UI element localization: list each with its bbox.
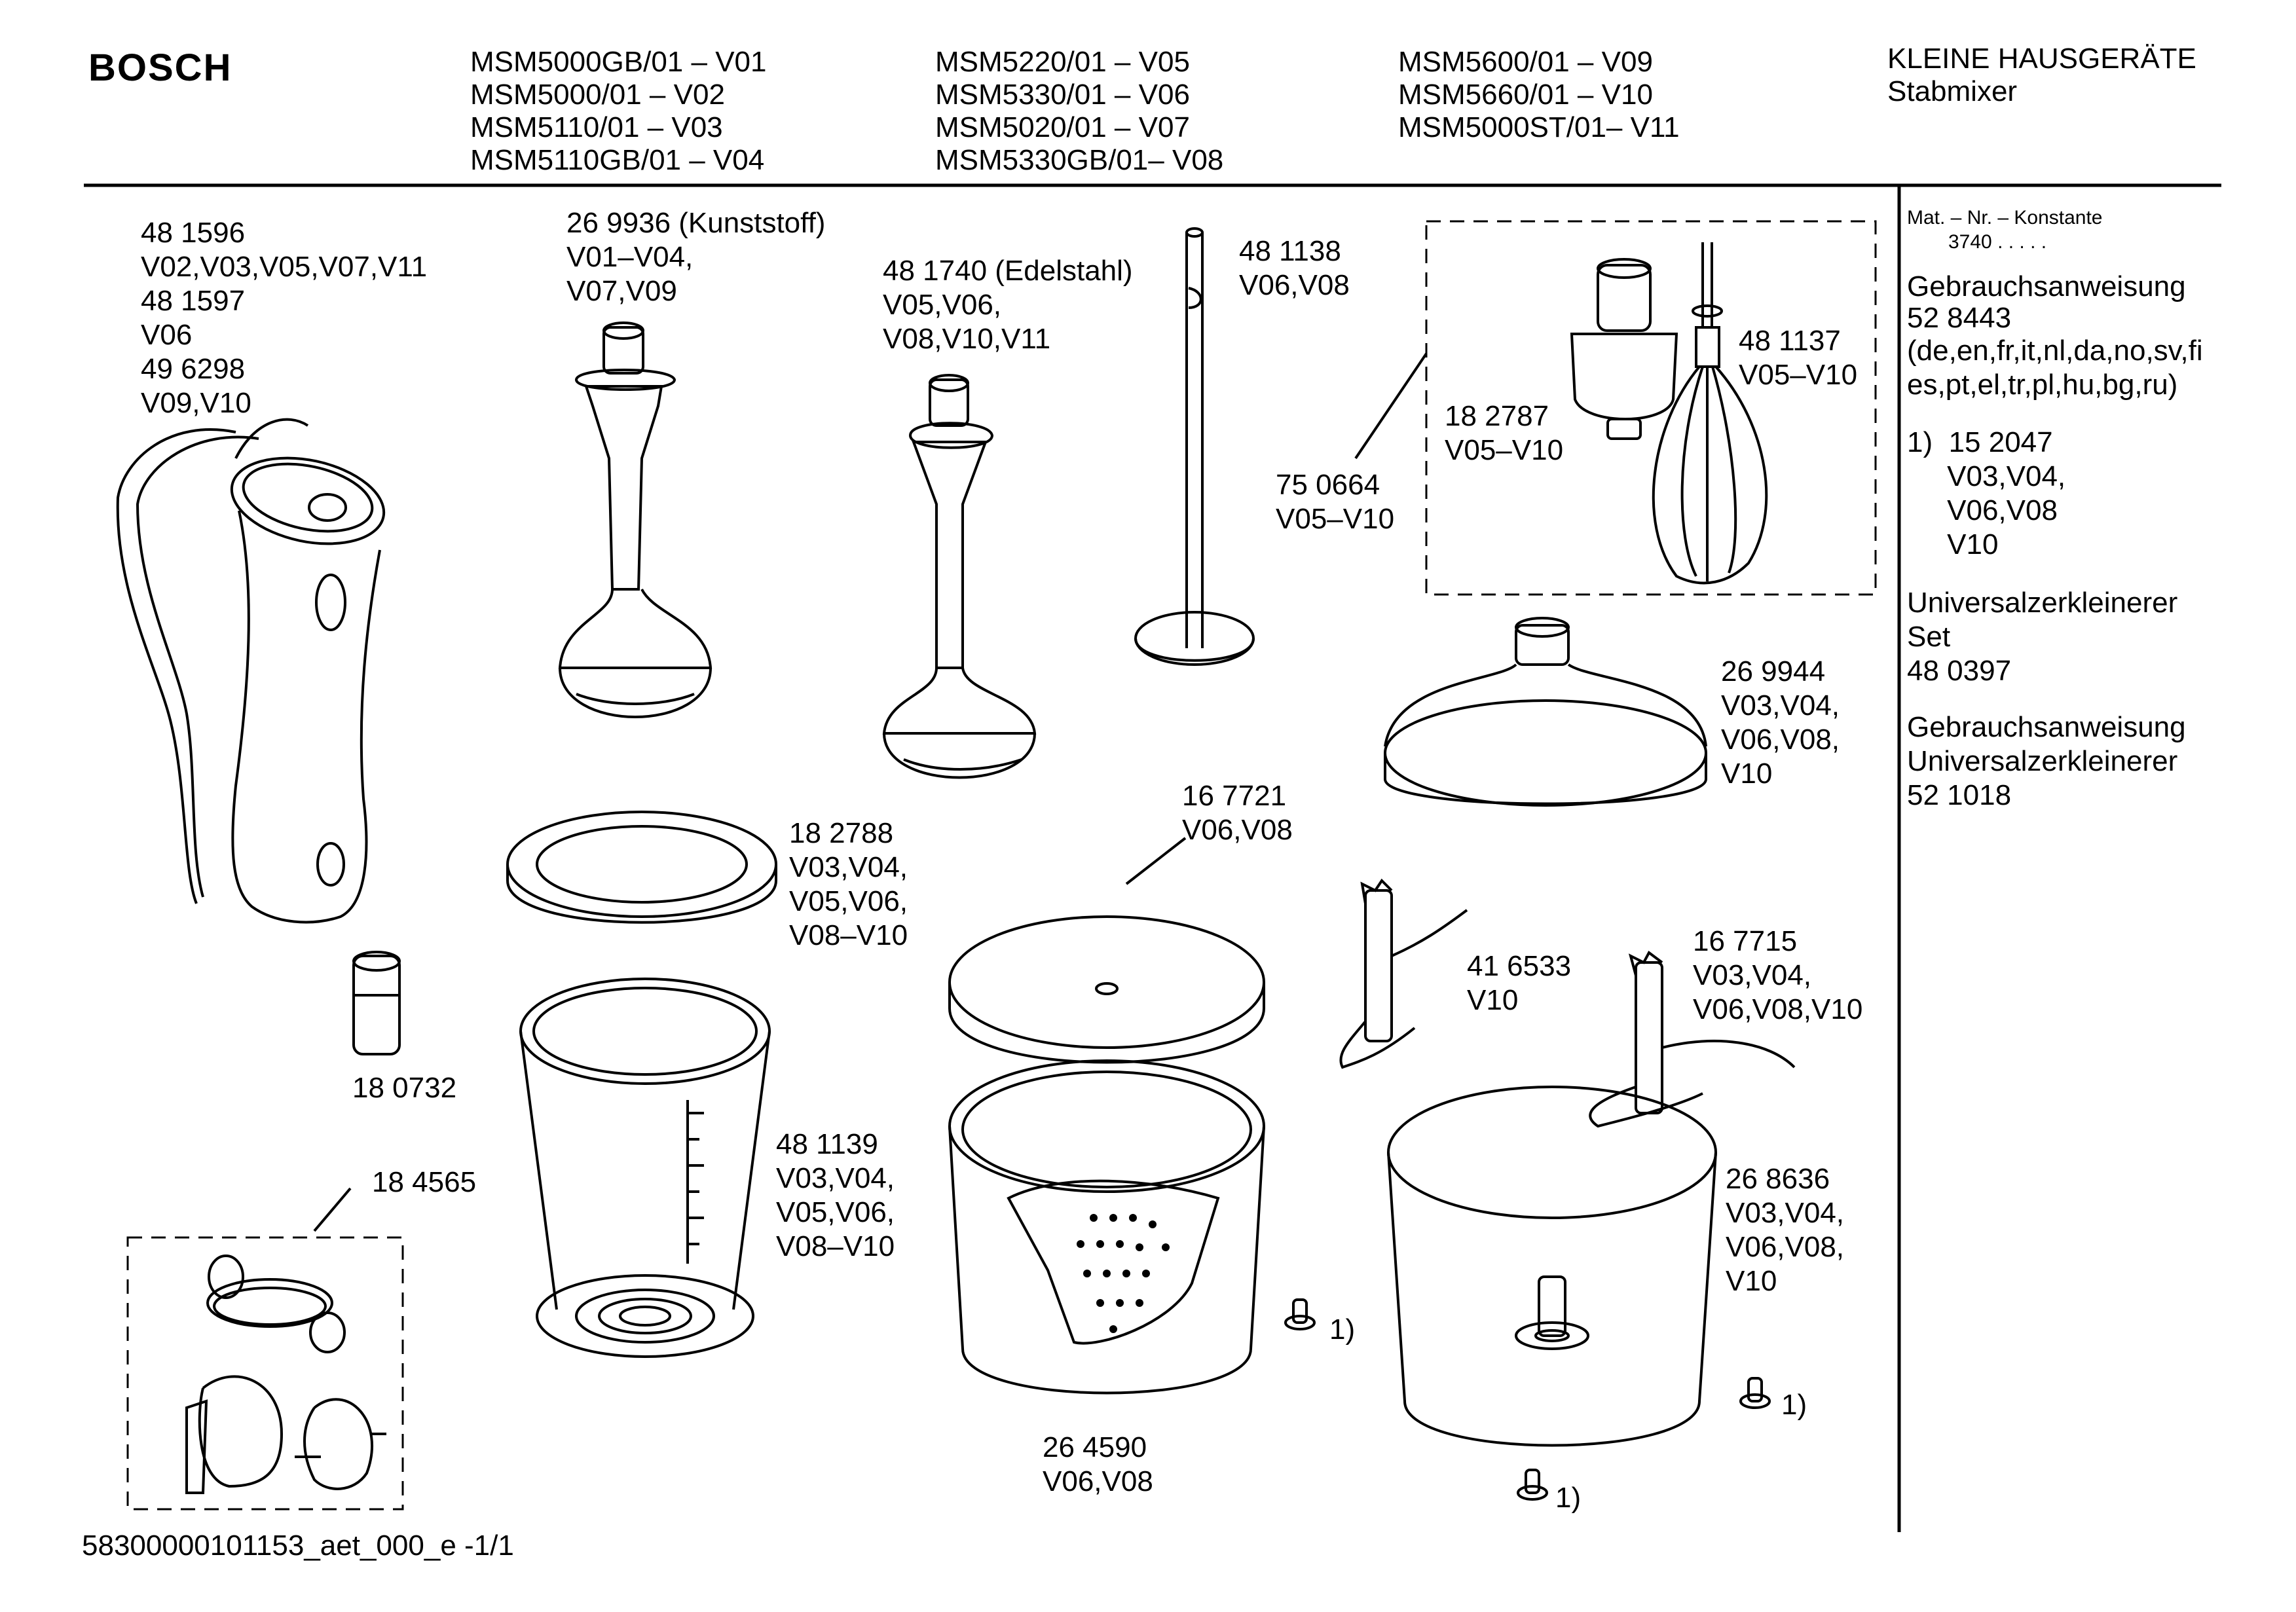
chopper-blade-drawing	[1590, 953, 1794, 1126]
brand-logo: BOSCH	[88, 46, 232, 89]
whisk-drawing	[1654, 242, 1766, 583]
blender-foot-plastic-drawing	[560, 323, 711, 717]
model-entry: MSM5000GB/01 – V01	[470, 46, 767, 78]
model-entry: MSM5110/01 – V03	[470, 111, 723, 143]
rubber-foot-drawing-3	[1518, 1470, 1547, 1499]
blender-foot-steel-drawing	[884, 375, 1035, 778]
part-label-beaker-lid: 18 2788 V03,V04, V05,V06, V08–V10	[789, 817, 908, 951]
part-label-whisk-set: 75 0664 V05–V10	[1276, 469, 1395, 535]
part-label-foot-plastic: 26 9936 (Kunststoff) V01–V04, V07,V09	[566, 207, 826, 307]
model-entry: MSM5220/01 – V05	[935, 46, 1190, 78]
model-entry: MSM5660/01 – V10	[1398, 79, 1653, 111]
footnote-marker: 1)	[1329, 1313, 1356, 1346]
accessory-kit-box	[128, 1237, 403, 1509]
chopper-lid-drawing	[1385, 618, 1706, 805]
shredder-lid-drawing	[950, 917, 1264, 1063]
material-number-value: 3740 . . . . .	[1948, 231, 2047, 253]
manual-languages: (de,en,fr,it,nl,da,no,sv,fi es,pt,el,tr,…	[1907, 335, 2203, 401]
accessory-caps-drawing	[187, 1376, 386, 1493]
model-entry: MSM5000/01 – V02	[470, 79, 725, 111]
footnote-marker: 1)	[1781, 1389, 1807, 1421]
model-entry: MSM5330GB/01– V08	[935, 144, 1224, 176]
rubber-foot-drawing-1	[1286, 1300, 1314, 1329]
measuring-beaker-drawing	[521, 979, 769, 1357]
manual-title: Gebrauchsanweisung	[1907, 270, 2186, 302]
part-label-connector: 18 0732	[352, 1072, 457, 1104]
document-id: 58300000101153_aet_000_e -1/1	[82, 1530, 514, 1562]
sidebar-footnote: 1) 15 2047 V03,V04, V06,V08 V10	[1907, 426, 2066, 560]
shredder-bowl-drawing	[950, 1061, 1264, 1393]
rubber-foot-drawing-2	[1741, 1378, 1769, 1408]
part-label-accessory-kit: 18 4565	[372, 1166, 477, 1198]
chopper-bowl-drawing	[1388, 1087, 1716, 1446]
chopper-manual-info: Gebrauchsanweisung Universalzerkleinerer…	[1907, 711, 2186, 811]
footnote-marker: 1)	[1555, 1482, 1582, 1514]
manual-number: 52 8443	[1907, 302, 2012, 334]
whisk-gearbox-drawing	[1572, 259, 1676, 439]
part-label-whisk: 48 1137 V05–V10	[1739, 325, 1858, 391]
model-entry: MSM5330/01 – V06	[935, 79, 1190, 111]
part-label-chopper-bowl: 26 8636 V03,V04, V06,V08, V10	[1726, 1163, 1845, 1297]
part-label-shredder-bowl: 26 4590 V06,V08	[1043, 1431, 1153, 1497]
chopper-set-info: Universalzerkleinerer Set 48 0397	[1907, 587, 2178, 687]
part-label-chopper-blade: 16 7715 V03,V04, V06,V08,V10	[1693, 925, 1863, 1025]
material-number-label: Mat. – Nr. – Konstante	[1907, 207, 2103, 229]
part-label-foot-steel: 48 1740 (Edelstahl) V05,V06, V08,V10,V11	[883, 255, 1133, 355]
category-title: KLEINE HAUSGERÄTE	[1887, 43, 2196, 75]
model-entry: MSM5000ST/01– V11	[1398, 111, 1680, 143]
model-entry: MSM5110GB/01 – V04	[470, 144, 765, 176]
part-label-shredder-lid: 16 7721 V06,V08	[1182, 780, 1293, 846]
beaker-lid-drawing	[508, 812, 776, 923]
whisk-shaft-drawing	[1136, 229, 1253, 665]
model-entry: MSM5020/01 – V07	[935, 111, 1190, 143]
part-label-chopper-lid: 26 9944 V03,V04, V06,V08, V10	[1721, 655, 1840, 790]
connector-drawing	[354, 952, 399, 1054]
part-label-ice-blade: 41 6533 V10	[1467, 950, 1572, 1016]
motor-body-drawing	[118, 420, 392, 923]
ice-blade-drawing	[1341, 881, 1467, 1067]
whisk-set-box	[1426, 221, 1876, 595]
category-subtitle: Stabmixer	[1887, 75, 2018, 107]
part-label-whisk-gearbox: 18 2787 V05–V10	[1445, 400, 1564, 466]
part-label-beaker: 48 1139 V03,V04, V05,V06, V08–V10	[776, 1128, 895, 1262]
part-label-motor-body: 48 1596 V02,V03,V05,V07,V11 48 1597 V06 …	[141, 217, 428, 419]
accessory-ring-drawing	[208, 1256, 344, 1352]
model-entry: MSM5600/01 – V09	[1398, 46, 1653, 78]
part-label-whisk-shaft: 48 1138 V06,V08	[1239, 235, 1350, 301]
